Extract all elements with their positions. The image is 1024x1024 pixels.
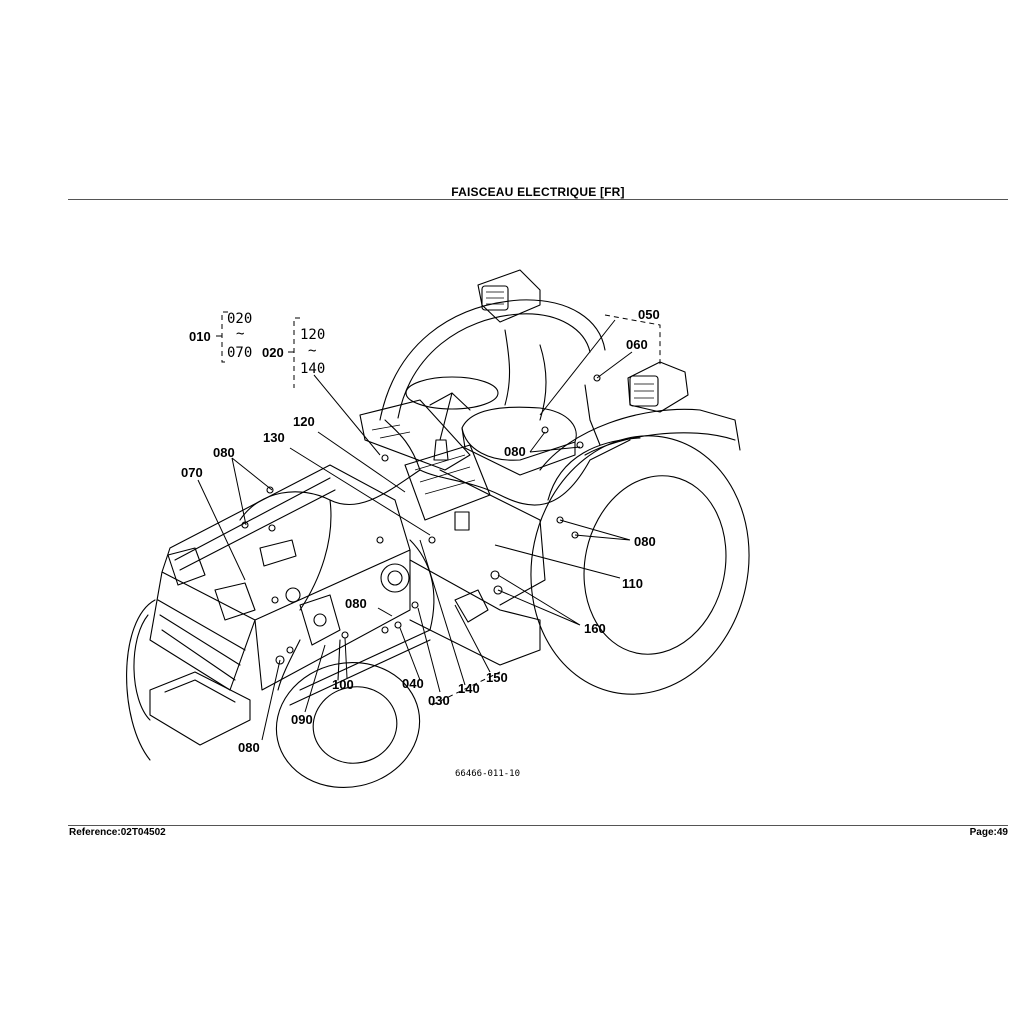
range-tilde: ~ [236, 326, 244, 342]
wiring-harness [239, 329, 631, 691]
group-bracket-020 [293, 317, 300, 388]
rear-right-wheel [530, 435, 750, 695]
hood [149, 464, 411, 691]
rear-right-lamp [627, 361, 689, 413]
callout-020: 020 [262, 345, 284, 360]
callout-110: 110 [622, 576, 643, 591]
drawing-number: 66466-011-10 [455, 769, 520, 779]
tractor-illustration [126, 269, 750, 789]
page-title: FAISCEAU ELECTRIQUE [FR] [451, 185, 625, 199]
callout-040: 040 [402, 676, 424, 691]
group-bracket-010 [221, 311, 228, 363]
callout-070: 070 [181, 465, 203, 480]
front-right-wheel [275, 661, 421, 789]
callout-160: 160 [584, 621, 606, 636]
callout-090: 090 [291, 712, 313, 727]
relay-box [404, 444, 491, 531]
group-bracket-030 [431, 671, 501, 706]
footer-divider [68, 825, 1008, 826]
callout-140: 140 [458, 681, 480, 696]
callout-050: 050 [638, 307, 660, 322]
callout-120: 120 [293, 414, 315, 429]
headlamps [167, 547, 256, 621]
rear-left-lamp [477, 269, 541, 323]
group-bracket-050 [604, 314, 661, 365]
callout-100: 100 [332, 677, 354, 692]
page-number: Page:49 [969, 827, 1008, 838]
callout-010: 010 [189, 329, 211, 344]
reference-number: Reference:02T04502 [69, 827, 166, 838]
range-tilde: ~ [308, 343, 316, 359]
header-divider [68, 199, 1008, 200]
callouts: 010 020 ~ 070 020 120 ~ 140 050 060 080 … [181, 307, 660, 755]
callout-030: 030 [428, 693, 450, 708]
callout-020-range-start: 020 [227, 311, 252, 327]
connectors [241, 374, 601, 665]
callout-060: 060 [626, 337, 648, 352]
steering-wheel [405, 376, 499, 461]
callout-080-rear: 080 [504, 444, 526, 459]
callout-120-range-start: 120 [300, 327, 325, 343]
leader-lines [197, 319, 633, 741]
callout-080-left: 080 [213, 445, 235, 460]
callout-150: 150 [486, 670, 508, 685]
callout-080-mid: 080 [345, 596, 367, 611]
callout-080-bottom: 080 [238, 740, 260, 755]
engine-components [259, 539, 489, 646]
callout-130: 130 [263, 430, 285, 445]
callout-080-right: 080 [634, 534, 656, 549]
callout-070-range-end: 070 [227, 345, 252, 361]
callout-140-range-end: 140 [300, 361, 325, 377]
